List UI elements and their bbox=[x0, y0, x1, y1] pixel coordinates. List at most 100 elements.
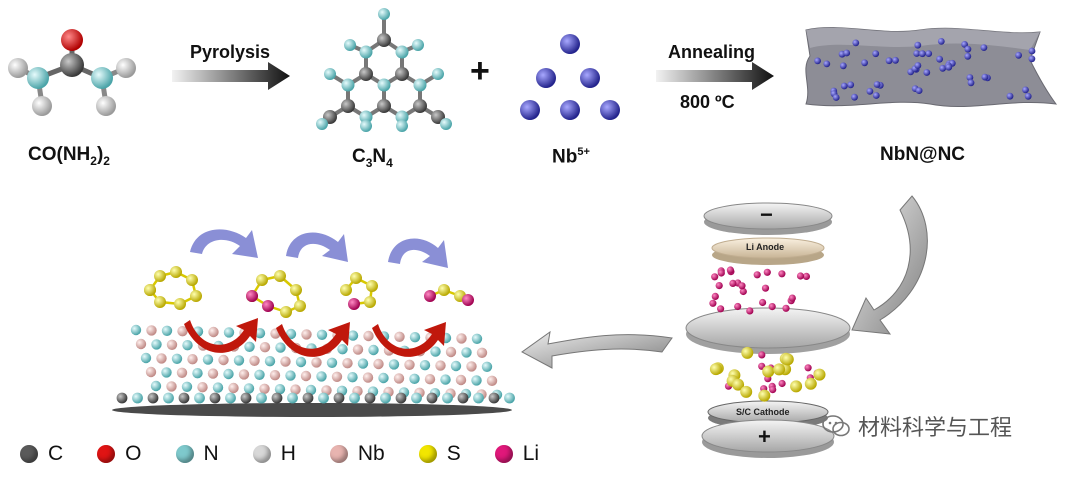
lattice-n-atom bbox=[161, 367, 172, 378]
plus-sign: + bbox=[470, 52, 490, 90]
sulfur-particle bbox=[781, 353, 794, 366]
lattice-nb-atom bbox=[373, 358, 384, 370]
li-atom bbox=[262, 300, 274, 312]
substrate-atom bbox=[302, 392, 314, 404]
lattice-n-atom bbox=[378, 372, 389, 384]
annealing-label: Annealing bbox=[668, 42, 756, 62]
nbn-particle bbox=[843, 49, 851, 57]
nbn-particle bbox=[923, 69, 931, 76]
lattice-n-atom bbox=[223, 327, 235, 338]
lattice-nb-atom bbox=[393, 373, 405, 384]
s-atom bbox=[190, 290, 202, 302]
cathode-label: S/C Cathode bbox=[736, 407, 790, 417]
s-atom bbox=[274, 270, 286, 282]
lattice-n-atom bbox=[244, 341, 255, 352]
lattice-n-atom bbox=[254, 328, 266, 339]
legend-swatch bbox=[494, 445, 513, 463]
legend-swatch bbox=[20, 445, 38, 463]
lattice-nb-atom bbox=[362, 372, 374, 383]
temperature-label: 800 ºC bbox=[680, 92, 735, 112]
nbn-particle bbox=[872, 50, 880, 58]
c3n4-atoms bbox=[316, 8, 452, 132]
legend-item: H bbox=[252, 442, 296, 466]
nb-ions bbox=[520, 34, 620, 120]
li-ion bbox=[802, 272, 811, 280]
legend-item: N bbox=[175, 442, 219, 466]
lattice-n-atom bbox=[140, 352, 152, 364]
li-ion bbox=[734, 302, 742, 311]
li-ion bbox=[758, 351, 766, 359]
substrate-atom bbox=[116, 392, 128, 404]
annealing-arrow bbox=[656, 62, 774, 90]
legend-swatch bbox=[252, 445, 271, 463]
lattice-n-atom bbox=[326, 357, 338, 368]
substrate-atom bbox=[163, 392, 174, 404]
lattice-n-atom bbox=[212, 382, 224, 393]
lattice-nb-atom bbox=[197, 382, 208, 393]
nbn-particle bbox=[925, 50, 933, 57]
nbn-particle bbox=[832, 94, 840, 101]
nbn-particle bbox=[961, 41, 968, 48]
anode-label: Li Anode bbox=[746, 242, 785, 252]
sulfur-particle bbox=[804, 377, 817, 390]
li-ion bbox=[711, 273, 719, 281]
lattice-nb-atom bbox=[145, 366, 157, 378]
nbn-particle bbox=[919, 50, 926, 58]
lattice-n-atom bbox=[223, 368, 234, 380]
s-atom bbox=[174, 298, 186, 310]
legend-label: O bbox=[125, 442, 142, 465]
lattice-n-atom bbox=[161, 325, 173, 336]
lattice-n-atom bbox=[285, 370, 296, 381]
sulfur-particle bbox=[741, 346, 754, 359]
red-arrows bbox=[184, 318, 446, 357]
lattice-n-atom bbox=[481, 361, 493, 372]
lattice-nb-atom bbox=[135, 338, 147, 350]
nbn-particle bbox=[840, 82, 848, 90]
li-ion bbox=[763, 268, 771, 276]
lattice-nb-atom bbox=[228, 382, 239, 394]
nbn-particles bbox=[814, 38, 1036, 101]
lattice-nb-atom bbox=[238, 369, 250, 380]
substrate-atom bbox=[225, 392, 236, 404]
lattice-n-atom bbox=[347, 330, 359, 341]
substrate-atom bbox=[194, 392, 205, 404]
lattice-nb-atom bbox=[218, 354, 229, 366]
legend-swatch bbox=[329, 445, 348, 463]
substrate-atom bbox=[256, 392, 267, 404]
lattice-nb-atom bbox=[259, 342, 271, 353]
legend-item: S bbox=[418, 442, 461, 466]
nbn-particle bbox=[945, 63, 953, 71]
lattice-nb-atom bbox=[290, 384, 301, 395]
li-ion bbox=[768, 303, 776, 311]
s-atom bbox=[256, 274, 268, 286]
legend-swatch bbox=[418, 445, 437, 463]
lattice-nb-atom bbox=[331, 371, 343, 382]
s-atom bbox=[350, 272, 362, 284]
lattice-nb-atom bbox=[456, 333, 467, 344]
li-atom bbox=[246, 290, 258, 302]
lattice-nb-atom bbox=[445, 346, 457, 358]
sulfur-particle bbox=[790, 380, 803, 393]
s-atom bbox=[144, 284, 156, 296]
sulfur-particle bbox=[709, 363, 722, 376]
lattice-n-atom bbox=[264, 356, 276, 367]
lattice-n-atom bbox=[471, 333, 483, 344]
s-atom bbox=[366, 280, 378, 292]
lattice-nb-atom bbox=[466, 361, 477, 372]
nbn-particle bbox=[814, 57, 821, 65]
sulfur-particle bbox=[813, 368, 826, 381]
legend-label: C bbox=[48, 442, 64, 465]
legend-label: S bbox=[446, 442, 461, 465]
lattice-nb-atom bbox=[249, 355, 260, 366]
lattice-nb-atom bbox=[404, 359, 415, 370]
s-atom bbox=[280, 306, 292, 318]
lattice-n-atom bbox=[130, 324, 142, 336]
sulfur-particle bbox=[732, 378, 745, 391]
nbn-particle bbox=[892, 56, 899, 64]
sulfur-particles bbox=[709, 346, 826, 402]
wechat-icon bbox=[822, 415, 850, 437]
nbn-particle bbox=[964, 45, 972, 53]
substrate-atom bbox=[488, 392, 500, 404]
